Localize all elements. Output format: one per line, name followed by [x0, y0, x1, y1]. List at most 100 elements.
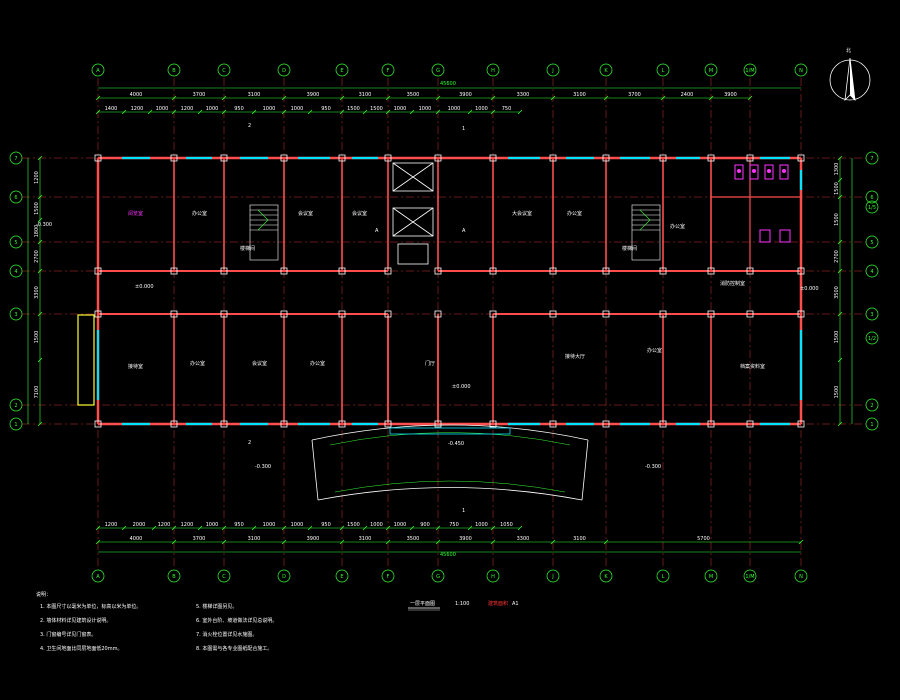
dim-label: 4000 — [130, 536, 143, 542]
column — [549, 420, 557, 428]
area-value: A1 — [512, 601, 519, 607]
axis-bubble-label: L — [662, 68, 665, 74]
general-notes: 说明： 1. 本图尺寸以毫米为单位，标高以米为单位。 2. 墙体材料详见建筑设计… — [36, 591, 277, 652]
dim-tick — [95, 109, 101, 115]
room-labels: 阅览室 办公室 会议室 会议室 大会议室 办公室 办公室 接待室 办公室 会议室… — [128, 210, 765, 370]
axis-bubble-label: H — [491, 574, 495, 580]
dim-tick — [837, 357, 843, 363]
room-label: 会议室 — [298, 210, 313, 217]
column — [434, 420, 442, 428]
axis-bubble-label: 1/M — [745, 574, 754, 580]
dim-label: 2000 — [133, 522, 146, 528]
note-item: 2. 墙体材料详见建筑设计说明。 — [40, 617, 111, 624]
axis-bubble-label: 6 — [14, 195, 17, 201]
axis-bubble — [865, 151, 879, 165]
dim-tick — [837, 239, 843, 245]
axis-bubble-label: F — [387, 68, 390, 74]
column — [338, 310, 346, 318]
axis-bubble-label: 2 — [870, 403, 873, 409]
axis-bubble — [794, 569, 808, 583]
note-item: 6. 室外台阶、坡道做法详见总说明。 — [196, 617, 277, 624]
axis-bubble-label: 1/2 — [868, 336, 876, 342]
dim-tick — [837, 194, 843, 200]
dim-tick — [603, 95, 609, 101]
level-mark: ±0.000 — [135, 284, 154, 290]
axis-bubble-label: 3 — [14, 312, 17, 318]
axis-bubble — [335, 63, 349, 77]
axis-bubble — [865, 398, 879, 412]
axis-bubble-label: 5 — [870, 240, 873, 246]
room-label: 办公室 — [190, 360, 205, 367]
dim-label: 1500 — [834, 331, 840, 344]
dim-label: 3300 — [517, 536, 530, 542]
dim-tick — [339, 525, 345, 531]
dim-tick — [517, 109, 523, 115]
axis-bubble — [865, 331, 879, 345]
total-dimension-top: 45600 — [440, 81, 456, 87]
toilet-stall — [734, 164, 744, 180]
dim-label: 3900 — [307, 92, 320, 98]
dim-label: 1500 — [347, 106, 360, 112]
dim-label: 1800 — [34, 225, 40, 238]
dim-tick — [197, 525, 203, 531]
column — [602, 154, 610, 162]
dim-label: 3300 — [34, 286, 40, 299]
axis-bubble-label: B — [172, 574, 176, 580]
dim-tick — [708, 95, 714, 101]
column — [338, 267, 346, 275]
column — [220, 267, 228, 275]
axis-bubble — [9, 190, 23, 204]
axis-bubble-label: 2 — [14, 403, 17, 409]
section-mark: 2 — [248, 440, 251, 446]
axis-bubble-label: 1 — [870, 422, 873, 428]
dim-tick — [490, 95, 496, 101]
dim-tick — [385, 525, 391, 531]
dim-tick — [307, 109, 313, 115]
dim-label: 1000 — [419, 106, 432, 112]
axis-bubble — [277, 569, 291, 583]
dim-tick — [95, 525, 101, 531]
notes-heading: 说明： — [36, 591, 51, 598]
dim-label: 1200 — [34, 171, 40, 184]
column — [602, 420, 610, 428]
dim-label: 1200 — [158, 522, 171, 528]
room-label: 接待大厅 — [565, 353, 585, 360]
dim-tick — [339, 95, 345, 101]
axis-bubble-label: A — [96, 68, 100, 74]
dim-label: 1050 — [500, 522, 513, 528]
dim-label: 1200 — [181, 106, 194, 112]
column — [746, 154, 754, 162]
axis-bubble — [277, 63, 291, 77]
axis-bubble-label: N — [799, 68, 803, 74]
stair-right — [631, 204, 661, 261]
level-mark: -0.300 — [36, 222, 52, 228]
axis-bubble-label: C — [222, 574, 226, 580]
dim-tick — [221, 95, 227, 101]
axis-bubble-label: D — [282, 68, 286, 74]
column — [280, 420, 288, 428]
column — [94, 154, 102, 162]
axis-bubble — [91, 63, 105, 77]
dim-tick — [281, 525, 287, 531]
axis-bubble — [381, 569, 395, 583]
dim-label: 1200 — [131, 106, 144, 112]
dim-tick — [281, 95, 287, 101]
section-marks: A A 1 1 2 2 — [248, 123, 466, 514]
axis-bubble-label: 4 — [870, 269, 873, 275]
dim-label: 1000 — [291, 106, 304, 112]
dim-tick — [550, 539, 556, 545]
axis-bubble — [865, 417, 879, 431]
axis-bubble-label: 1/5 — [868, 205, 876, 211]
dim-tick — [37, 194, 43, 200]
axis-bubble — [217, 63, 231, 77]
dim-label: 3700 — [628, 92, 641, 98]
dim-tick — [435, 539, 441, 545]
note-item: 8. 本图需与各专业图纸配合施工。 — [196, 645, 272, 652]
room-label: 阅览室 — [128, 210, 143, 217]
axis-bubble-label: C — [222, 68, 226, 74]
column — [746, 310, 754, 318]
dim-label: 3300 — [517, 92, 530, 98]
axis-bubble-label: G — [436, 574, 440, 580]
